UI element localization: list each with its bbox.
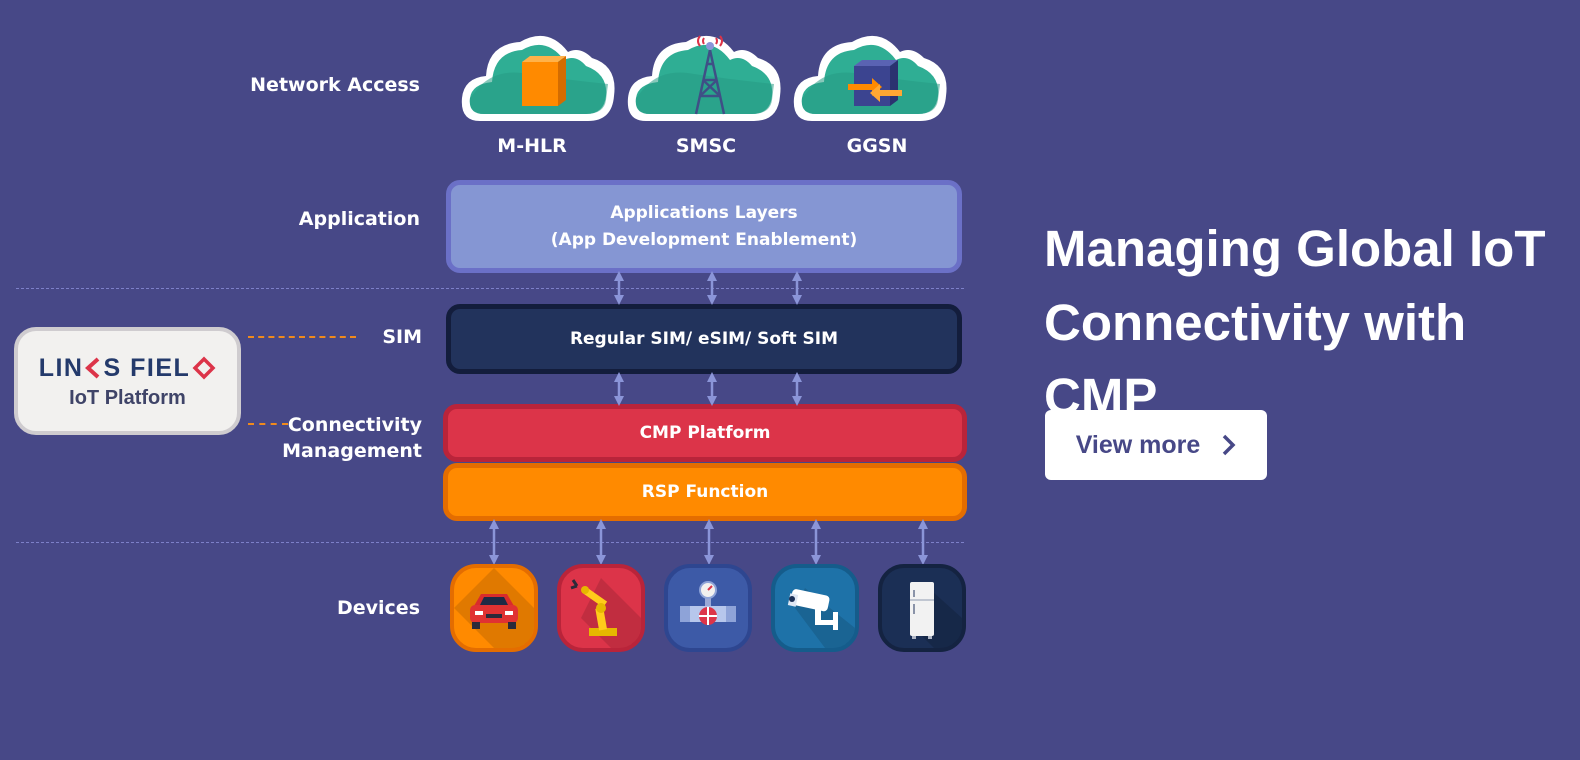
row-label-application: Application [298,208,420,230]
valve-meter-icon [680,581,736,625]
applications-layer-subtitle: (App Development Enablement) [550,229,858,250]
logo-k-mark-icon [85,357,100,378]
view-more-button[interactable]: View more [1045,410,1267,480]
links-field-logo-card: LIN S FIEL IoT Platform [14,327,241,435]
car-icon [454,568,534,648]
row-label-devices: Devices [336,597,420,619]
robot-arm-icon [570,578,641,648]
security-camera-icon [787,588,855,648]
device-security-camera [771,564,859,652]
cmp-platform-label: CMP Platform [639,422,771,443]
cloud-label-smsc: SMSC [675,135,737,157]
row-label-connectivity-management: Connectivity Management [250,412,422,464]
row-label-connectivity-line1: Connectivity [287,414,422,436]
gateway-cube-icon [848,60,902,106]
logo-d-mark-icon [192,356,216,379]
hero-title-line2: Connectivity with CMP [1044,294,1467,425]
cloud-label-ggsn: GGSN [846,135,908,157]
logo-brand-part2: S FIEL [103,353,191,382]
hero-title: Managing Global IoT Connectivity with CM… [1044,212,1574,434]
cloud-ggsn [793,35,947,121]
sim-layer-box: Regular SIM/ eSIM/ Soft SIM [446,304,962,374]
device-refrigerator [878,564,966,652]
chevron-right-icon [1223,434,1236,456]
view-more-label: View more [1075,430,1201,459]
cell-tower-icon [694,35,726,115]
applications-layer-title: Applications Layers [610,202,798,223]
device-car [450,564,538,652]
divider-top [16,288,964,289]
applications-layer-box: Applications Layers (App Development Ena… [446,180,962,273]
refrigerator-icon [910,582,962,648]
logo-brand-part1: LIN [38,353,84,382]
links-field-logo: LIN S FIEL [39,353,217,383]
cloud-label-m-hlr: M-HLR [497,135,567,157]
device-valve-meter [664,564,752,652]
hero-title-line1: Managing Global IoT [1044,220,1546,277]
cmp-platform-box: CMP Platform [443,404,967,462]
sim-layer-label: Regular SIM/ eSIM/ Soft SIM [569,328,839,349]
row-label-network-access: Network Access [250,74,420,96]
rsp-function-label: RSP Function [641,481,769,502]
row-label-connectivity-line2: Management [282,440,422,462]
device-robot-arm [557,564,645,652]
logo-connector-sim [248,336,356,338]
server-box-icon [522,56,566,106]
logo-subtitle: IoT Platform [69,386,186,409]
cloud-m-hlr [461,35,615,121]
logo-connector-connectivity [248,423,288,425]
connector-arrows [489,271,928,565]
cloud-smsc [627,35,781,121]
row-label-sim: SIM [382,326,422,348]
rsp-function-box: RSP Function [443,463,967,521]
